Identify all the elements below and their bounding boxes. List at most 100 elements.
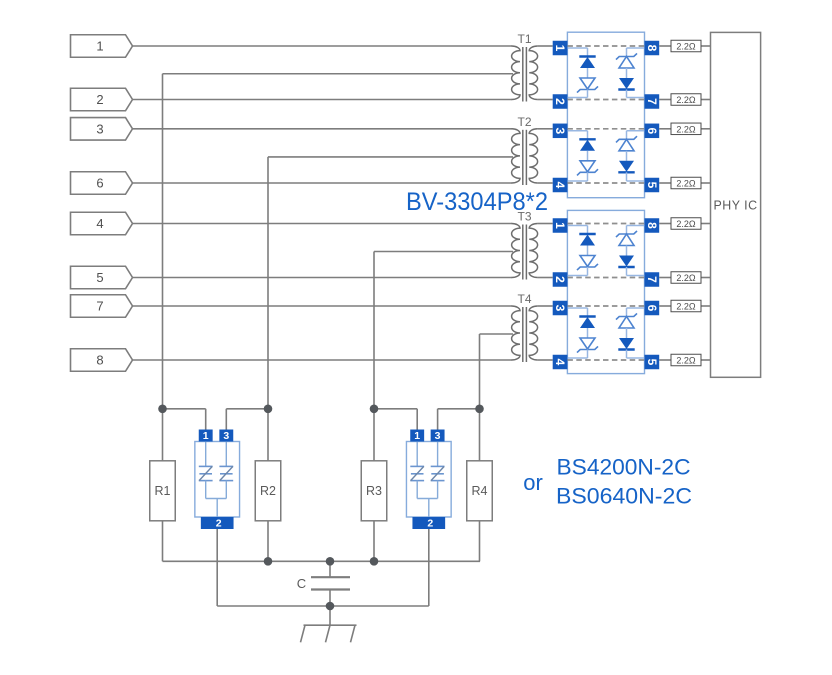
- zener-diagonal: [430, 465, 445, 482]
- secondary-winding: [528, 222, 539, 279]
- input-flag: [69, 211, 134, 236]
- series-resistor-value: 2.2Ω: [676, 356, 696, 366]
- tvs-pin-square-right: [644, 177, 660, 193]
- series-resistor-box: [670, 299, 702, 313]
- series-resistor-box: [670, 176, 702, 190]
- zener-diagonal: [410, 465, 425, 482]
- phy-ic-box: [709, 31, 762, 379]
- input-pin-label: 3: [96, 121, 103, 136]
- input-pin-3: 3: [69, 116, 512, 141]
- capacitor-label: C: [297, 576, 306, 591]
- device-pin-number: 1: [203, 430, 209, 442]
- series-resistor-8: 2.2Ω: [659, 353, 711, 367]
- termination-resistor-box: [360, 460, 388, 522]
- series-resistor-box: [670, 353, 702, 367]
- transformer-label: T4: [517, 292, 531, 306]
- tvs-pin-square-right: [644, 218, 660, 233]
- series-resistor-2: 2.2Ω: [659, 93, 711, 106]
- diode-down: [619, 160, 634, 172]
- tvs-pin-square-left: [552, 40, 568, 56]
- tvs-pin-number: 3: [553, 127, 567, 134]
- termination-resistor-box: [254, 460, 282, 522]
- center-tap-3: [373, 250, 513, 409]
- series-resistor-3: 2.2Ω: [659, 122, 711, 136]
- junction-dot: [369, 557, 379, 566]
- device-pin-square: [430, 429, 445, 442]
- tvs-pin-number: 8: [645, 222, 659, 229]
- termination-resistor-box: [466, 460, 493, 522]
- diode-up: [580, 57, 595, 68]
- input-flag: [69, 293, 134, 319]
- zener-diagonal: [198, 465, 213, 482]
- termination-resistor-4: R4: [466, 408, 493, 562]
- input-pin-label: 2: [96, 92, 103, 107]
- series-resistor-value: 2.2Ω: [676, 273, 696, 283]
- input-pin-label: 1: [96, 39, 103, 54]
- junction-dot: [325, 557, 335, 566]
- termination-resistor-label: R4: [472, 484, 488, 498]
- tvs-pin-number: 8: [645, 45, 659, 52]
- secondary-winding: [528, 45, 539, 101]
- tvs-pin-number: 2: [553, 276, 567, 283]
- tvs-pin-number: 7: [645, 276, 659, 283]
- junction-dot: [263, 404, 273, 414]
- primary-winding: [510, 128, 521, 184]
- tvs-package-outline: [566, 31, 646, 199]
- ground-leg: [299, 624, 306, 643]
- input-flag: [69, 265, 134, 290]
- junction-dot: [158, 404, 167, 414]
- zener-down: [578, 160, 597, 174]
- zener-down: [578, 254, 597, 268]
- tvs-pin-number: 5: [645, 359, 659, 366]
- transformer-T4: T4: [510, 292, 553, 362]
- device-pin-square: [200, 517, 234, 529]
- tvs-package-outline: [566, 209, 646, 375]
- input-pin-label: 7: [96, 299, 103, 314]
- series-resistor-box: [670, 122, 702, 136]
- tvs-pin-number: 4: [553, 182, 567, 189]
- ground-leg: [324, 624, 331, 643]
- transformer-label: T1: [517, 32, 531, 46]
- series-resistor-box: [670, 93, 702, 106]
- input-pin-label: 4: [96, 216, 103, 231]
- transformer-T2: T2: [510, 115, 553, 185]
- series-resistor-7: 2.2Ω: [659, 299, 711, 313]
- device-pin-number: 3: [223, 430, 229, 442]
- center-tap-1: [161, 72, 513, 409]
- termination-resistor-box: [149, 460, 176, 522]
- tvs-pin-number: 5: [645, 182, 659, 189]
- tvs-pin-square-left: [552, 354, 568, 370]
- termination-resistor-3: R3: [360, 408, 388, 562]
- tvs-pin-number: 1: [553, 222, 567, 229]
- input-pin-label: 6: [96, 176, 103, 191]
- input-pin-4: 6: [69, 170, 512, 196]
- tvs-pin-square-left: [552, 272, 568, 287]
- device-part-number-2: BS0640N-2C: [556, 484, 692, 509]
- tvs-pin-square-right: [644, 300, 660, 316]
- diode-down: [619, 255, 634, 267]
- device-pin-number: 2: [427, 518, 433, 530]
- tvs-pin-square-right: [644, 94, 660, 109]
- series-resistor-value: 2.2Ω: [676, 179, 696, 189]
- primary-winding: [510, 305, 521, 361]
- tvs-pin-square-left: [552, 94, 568, 109]
- diode-up: [580, 139, 595, 151]
- series-resistor-box: [670, 217, 702, 230]
- tvs-pin-number: 7: [645, 98, 659, 105]
- input-pin-label: 5: [96, 270, 103, 285]
- junction-dot: [325, 601, 335, 611]
- input-flag: [69, 170, 134, 196]
- ground-leg: [349, 624, 356, 643]
- series-resistor-box: [670, 39, 702, 53]
- capacitor: C: [297, 561, 350, 606]
- tvs-pin-square-left: [552, 218, 568, 233]
